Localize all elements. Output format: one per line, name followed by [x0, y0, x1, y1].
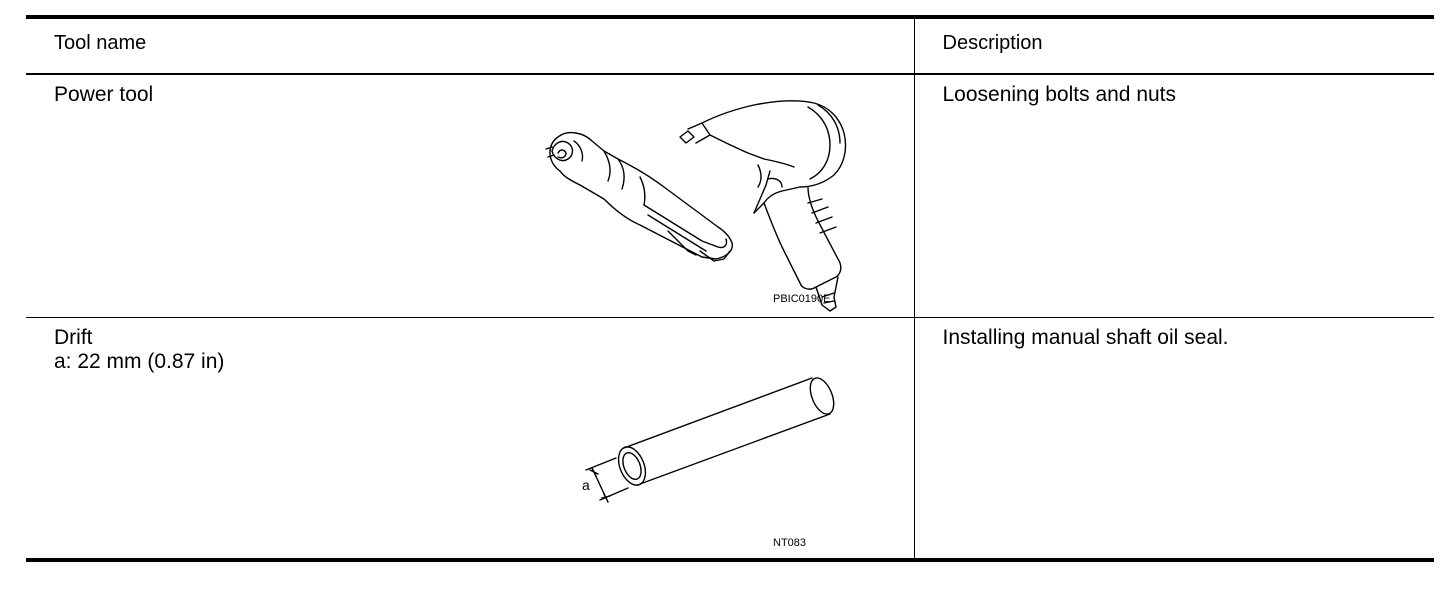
tool-name-header: Tool name: [26, 15, 914, 75]
description-text: Installing manual shaft oil seal.: [942, 325, 1229, 349]
table-header: Tool name Description: [26, 15, 1434, 75]
drift-figure: a: [582, 376, 835, 503]
description-cell: Loosening bolts and nuts: [913, 74, 1434, 318]
tool-name-cell: Power tool: [26, 74, 914, 318]
table-row: Drift a: 22 mm (0.87 in): [26, 317, 1434, 562]
power-tool-figure: [545, 100, 847, 312]
special-tools-table: Tool name Description Power tool: [26, 15, 1434, 562]
ratchet-wrench-icon: [545, 131, 733, 262]
table-row: Power tool: [26, 74, 1434, 318]
impact-wrench-icon: [679, 100, 847, 312]
tool-name-cell: Drift a: 22 mm (0.87 in): [26, 317, 914, 562]
drift-tube-icon: [585, 376, 835, 503]
figure-code: PBIC0190E: [773, 293, 831, 305]
tool-name-text: Drift: [54, 325, 93, 349]
description-cell: Installing manual shaft oil seal.: [913, 317, 1434, 562]
figure-code: NT083: [773, 536, 807, 549]
tool-name-text: Power tool: [54, 83, 154, 106]
tool-dimension-text: a: 22 mm (0.87 in): [54, 349, 225, 373]
dimension-label: a: [582, 477, 590, 493]
description-header: Description: [913, 15, 1434, 75]
header-row: Tool name Description: [26, 15, 1434, 75]
description-text: Loosening bolts and nuts: [942, 83, 1177, 106]
